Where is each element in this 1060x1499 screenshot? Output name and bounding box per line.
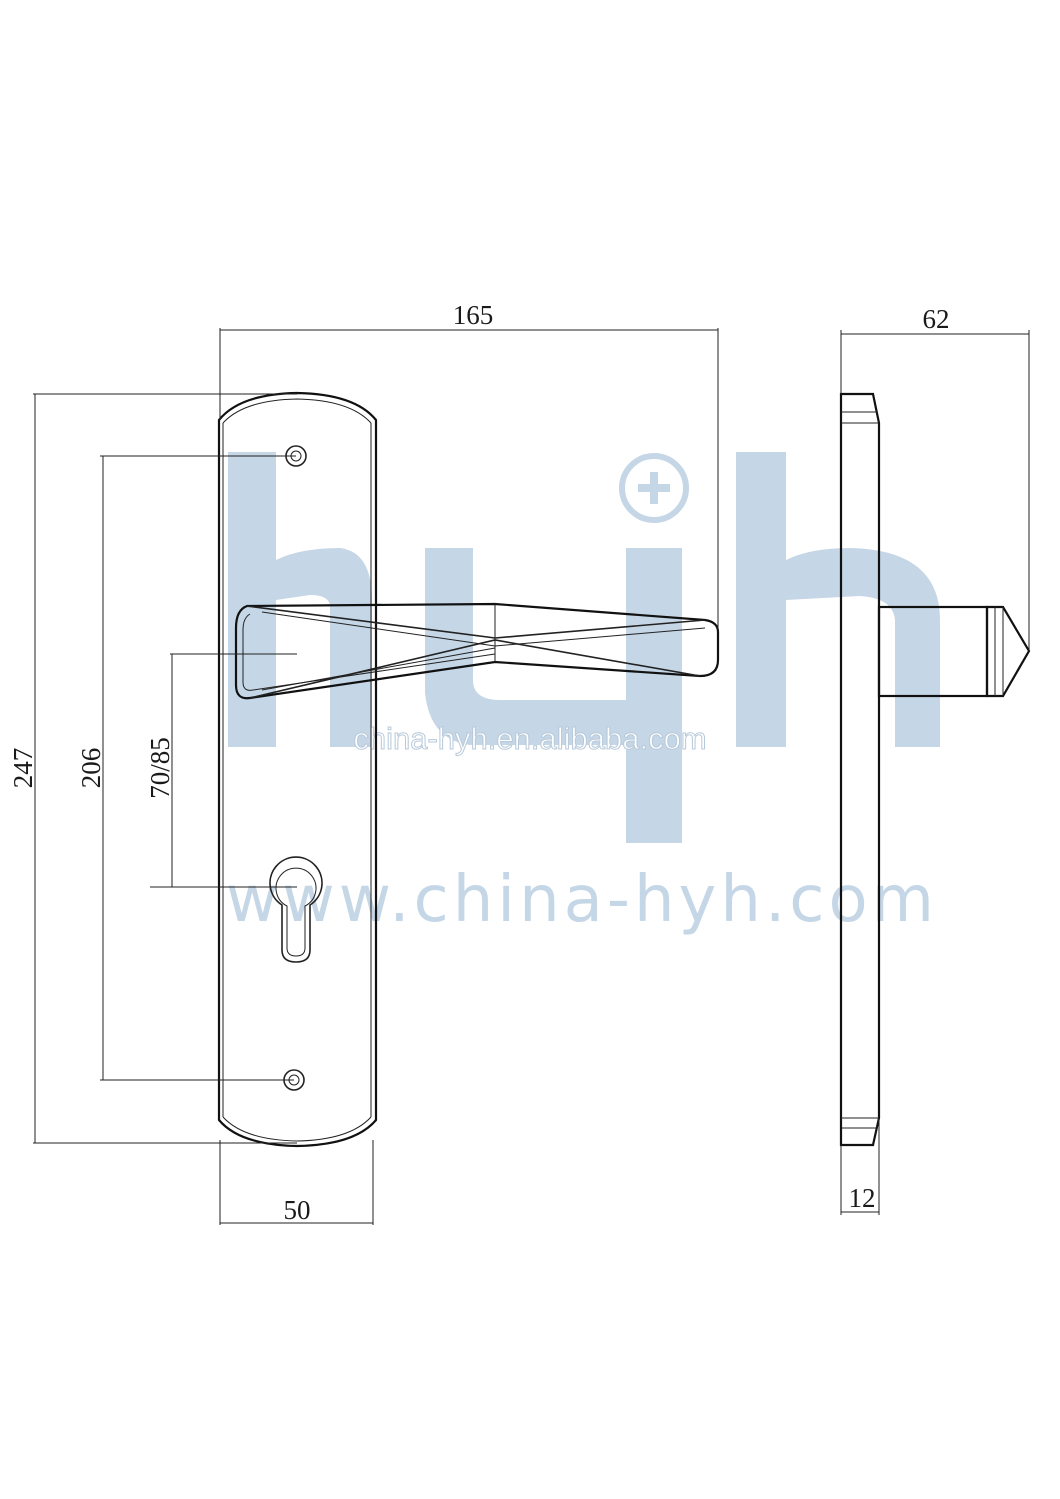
- lever-handle: [234, 602, 720, 700]
- watermark-url-large: www.china-hyh.com: [226, 863, 938, 937]
- side-view: [839, 392, 1031, 1147]
- dim-hole-spacing-label: 206: [76, 748, 106, 789]
- dim-plate-width-label: 50: [284, 1195, 311, 1225]
- dim-handle-key-label: 70/85: [145, 737, 175, 799]
- dim-total-height-label: 247: [8, 748, 38, 789]
- watermark-url-small: china-hyh.en.alibaba.com: [353, 721, 706, 756]
- watermark: china-hyh.en.alibaba.com www.china-hyh.c…: [226, 452, 940, 937]
- dim-total-width-label: 165: [453, 300, 494, 330]
- hyh-logo: [228, 452, 940, 843]
- backplate-front-view: [217, 391, 378, 1148]
- plus-circle-icon: [619, 453, 689, 523]
- dimension-lines: [33, 328, 1030, 1225]
- keyhole: [269, 856, 323, 963]
- dim-projection-label: 62: [923, 304, 950, 334]
- dim-thickness-label: 12: [849, 1183, 876, 1213]
